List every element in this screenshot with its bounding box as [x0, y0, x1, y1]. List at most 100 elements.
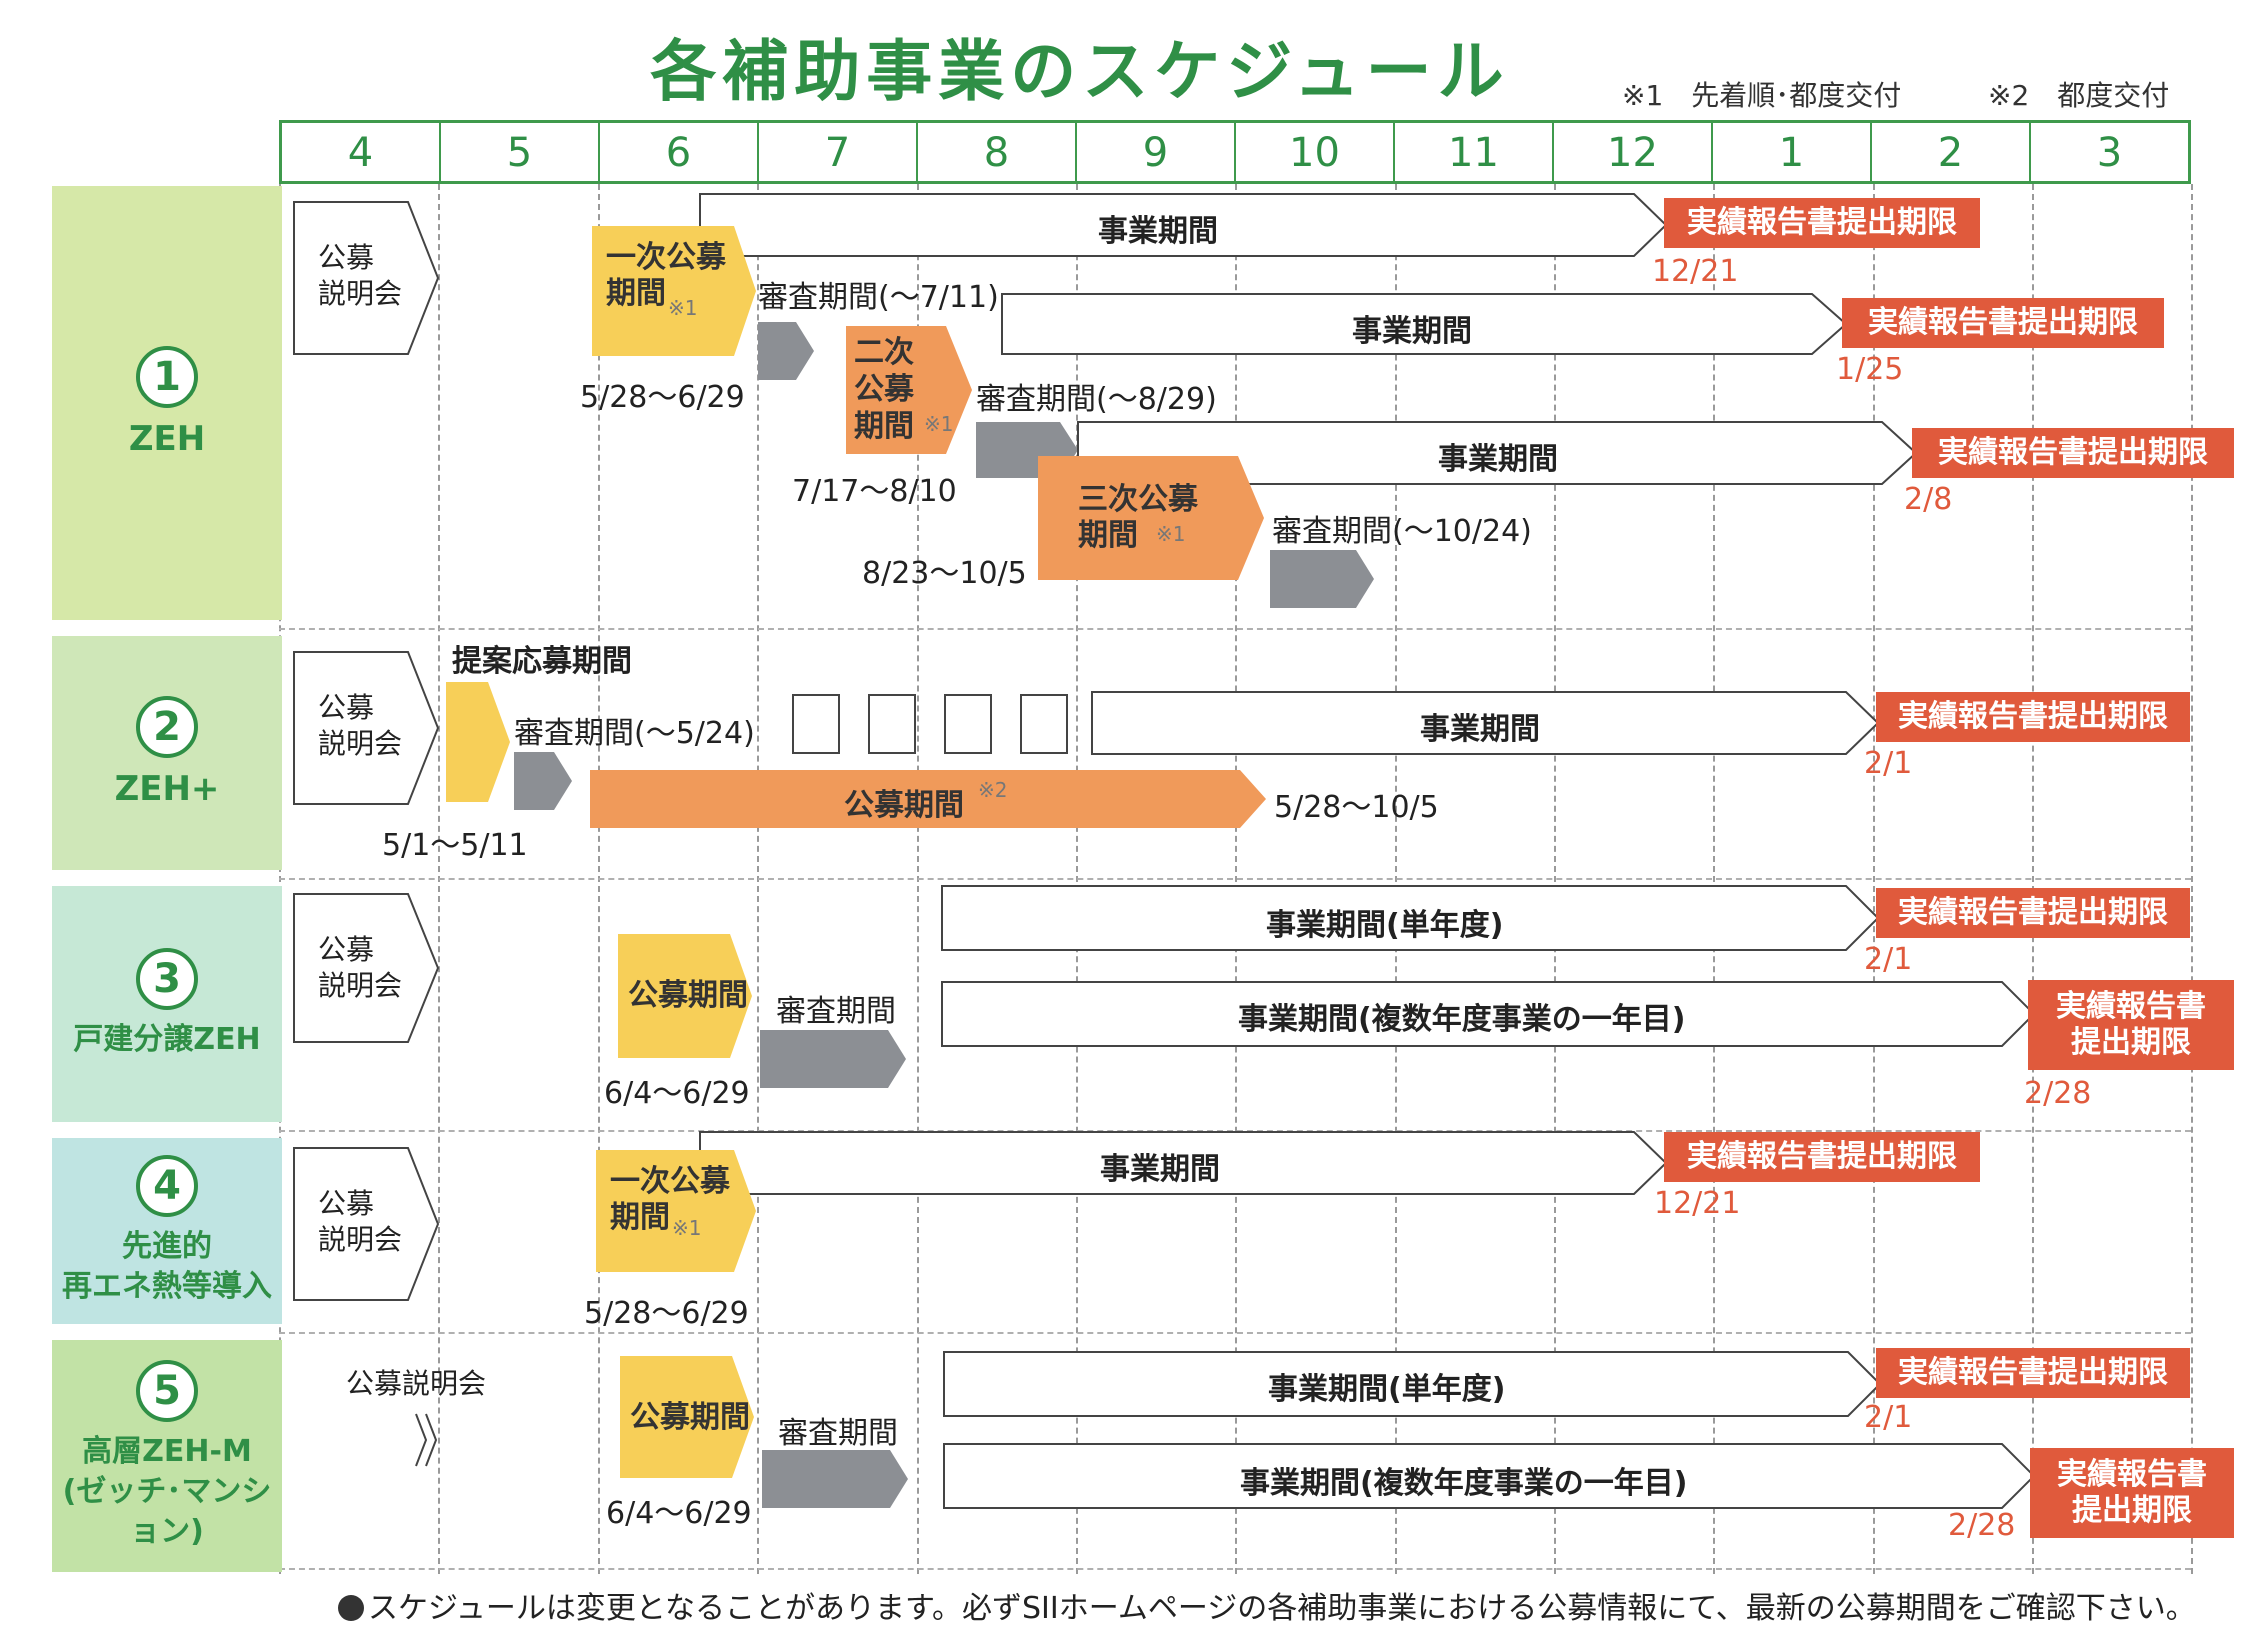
month-cell: 10: [1236, 123, 1395, 181]
review-arrow: [1270, 550, 1374, 608]
report-deadline-date: 12/21: [1652, 254, 1739, 289]
report-deadline-box: 実績報告書提出期限: [1664, 1132, 1980, 1182]
business-period-single-bar: [941, 885, 1880, 951]
empty-box: [792, 694, 840, 754]
first-recruit-dates: 5/28〜6/29: [580, 380, 745, 415]
review-arrow: [762, 1450, 908, 1508]
section-detached-zeh: 3 戸建分譲ZEH: [52, 886, 282, 1122]
recruit-dates: 6/4〜6/29: [604, 1076, 750, 1111]
business-period-single-bar: [943, 1351, 1882, 1417]
section-number: 4: [136, 1155, 198, 1217]
recruit-period-chevron: 公募期間: [620, 1356, 754, 1478]
month-cell: 11: [1395, 123, 1554, 181]
section-name: ZEH+: [114, 769, 220, 809]
first-recruit-period: 一次公募 期間: [596, 1150, 756, 1272]
note-mark: ※2: [978, 778, 1008, 802]
review-arrow: [758, 322, 814, 380]
report-deadline-box: 実績報告書提出期限: [1876, 1348, 2190, 1398]
business-period-bar: [1001, 293, 1848, 355]
month-cell: 8: [918, 123, 1077, 181]
briefing-label: 公募 説明会: [318, 241, 403, 310]
row-divider: [279, 628, 2191, 630]
section-name: 先進的 再エネ熱等導入: [62, 1229, 272, 1304]
month-cell: 6: [600, 123, 759, 181]
month-cell: 4: [282, 123, 441, 181]
proposal-period-chevron: [446, 682, 510, 802]
third-recruit-dates: 8/23〜10/5: [862, 556, 1027, 591]
note-each-time: ※2 都度交付: [1988, 79, 2170, 112]
review-arrow: [514, 752, 572, 810]
business-period-single-label: 事業期間(単年度): [1268, 1372, 1506, 1407]
month-cell: 9: [1077, 123, 1236, 181]
row-divider: [279, 1568, 2191, 1570]
review-label: 審査期間(〜5/24): [514, 716, 755, 751]
second-recruit-label: 二次 公募 期間: [854, 335, 914, 444]
report-deadline-box: 実績報告書提出期限: [1876, 692, 2190, 742]
third-review-label: 審査期間(〜10/24): [1272, 514, 1532, 549]
section-number: 2: [136, 696, 198, 758]
footer-text: スケジュールは変更となることがあります。必ずSIIホームページの各補助事業におけ…: [368, 1591, 2196, 1626]
recruit-dates: 5/28〜10/5: [1274, 790, 1439, 825]
second-review-label: 審査期間(〜8/29): [976, 382, 1217, 417]
section-zeh: 1 ZEH: [52, 186, 282, 620]
row-divider: [279, 878, 2191, 880]
proposal-dates: 5/1〜5/11: [382, 828, 528, 863]
report-deadline-date: 2/1: [1864, 1400, 1913, 1435]
note-mark: ※1: [1156, 522, 1186, 546]
month-header: 4 5 6 7 8 9 10 11 12 1 2 3: [279, 120, 2191, 184]
briefing-box: [293, 201, 440, 355]
section-advanced-renewable: 4 先進的 再エネ熱等導入: [52, 1138, 282, 1324]
second-recruit-dates: 7/17〜8/10: [792, 474, 957, 509]
footer-note: スケジュールは変更となることがあります。必ずSIIホームページの各補助事業におけ…: [338, 1583, 2196, 1627]
review-label: 審査期間: [778, 1416, 898, 1451]
recruit-period-label: 公募期間: [630, 1400, 750, 1435]
section-number: 5: [136, 1360, 198, 1422]
business-period-multi-label: 事業期間(複数年度事業の一年目): [1238, 1002, 1686, 1037]
row-divider: [279, 1332, 2191, 1334]
business-period-bar: [1091, 691, 1880, 755]
business-period-label: 事業期間: [1420, 712, 1540, 747]
business-period-single-label: 事業期間(単年度): [1266, 908, 1504, 943]
recruit-period-label: 公募期間: [628, 978, 748, 1013]
month-cell: 3: [2096, 130, 2123, 176]
business-period-multi-bar: [943, 1443, 2036, 1509]
business-period-multi-label: 事業期間(複数年度事業の一年目): [1240, 1466, 1688, 1501]
first-recruit-period: 一次公募 期間: [592, 226, 756, 356]
section-name: 高層ZEH-M (ゼッチ･マンション): [62, 1434, 272, 1549]
report-deadline-date: 2/28: [1948, 1508, 2016, 1543]
month-cell: 2: [1872, 123, 2031, 181]
briefing-box: [293, 651, 440, 805]
recruit-period-bar: 公募期間: [590, 770, 1266, 828]
report-deadline-box: 実績報告書提出期限: [1912, 428, 2234, 478]
report-deadline-date: 2/1: [1864, 942, 1913, 977]
first-review-label: 審査期間(〜7/11): [758, 280, 999, 315]
first-recruit-dates: 5/28〜6/29: [584, 1296, 749, 1331]
report-deadline-box: 実績報告書提出期限: [1842, 298, 2164, 348]
review-arrow: [760, 1030, 906, 1088]
briefing-box: [293, 1147, 440, 1301]
report-deadline-date: 2/28: [2024, 1076, 2092, 1111]
section-name: 戸建分譲ZEH: [73, 1022, 261, 1057]
page-title: 各補助事業のスケジュール: [650, 33, 1510, 110]
business-period-label: 事業期間: [1100, 1152, 1220, 1187]
first-recruit-label: 一次公募 期間: [606, 240, 726, 311]
section-number: 3: [136, 948, 198, 1010]
note-mark: ※1: [668, 296, 698, 320]
review-label: 審査期間: [776, 994, 896, 1029]
business-period-multi-bar: [941, 981, 2036, 1047]
report-deadline-date: 2/1: [1864, 746, 1913, 781]
report-deadline-date: 12/21: [1654, 1186, 1741, 1221]
section-high-rise-zeh-m: 5 高層ZEH-M (ゼッチ･マンション): [52, 1340, 282, 1572]
note-mark: ※1: [924, 412, 954, 436]
briefing-label: 公募 説明会: [318, 933, 403, 1002]
recruit-period-chevron: 公募期間: [618, 934, 752, 1058]
briefing-label: 公募 説明会: [318, 691, 403, 760]
third-recruit-label: 三次公募 期間: [1078, 482, 1198, 553]
report-deadline-date: 2/8: [1904, 482, 1953, 517]
report-deadline-box: 実績報告書 提出期限: [2028, 980, 2234, 1070]
briefing-label: 公募 説明会: [318, 1187, 403, 1256]
report-deadline-box: 実績報告書 提出期限: [2030, 1448, 2234, 1538]
double-chevron-icon: [415, 1413, 438, 1467]
note-first-come: ※1 先着順･都度交付: [1622, 79, 1902, 112]
report-deadline-box: 実績報告書提出期限: [1664, 198, 1980, 248]
